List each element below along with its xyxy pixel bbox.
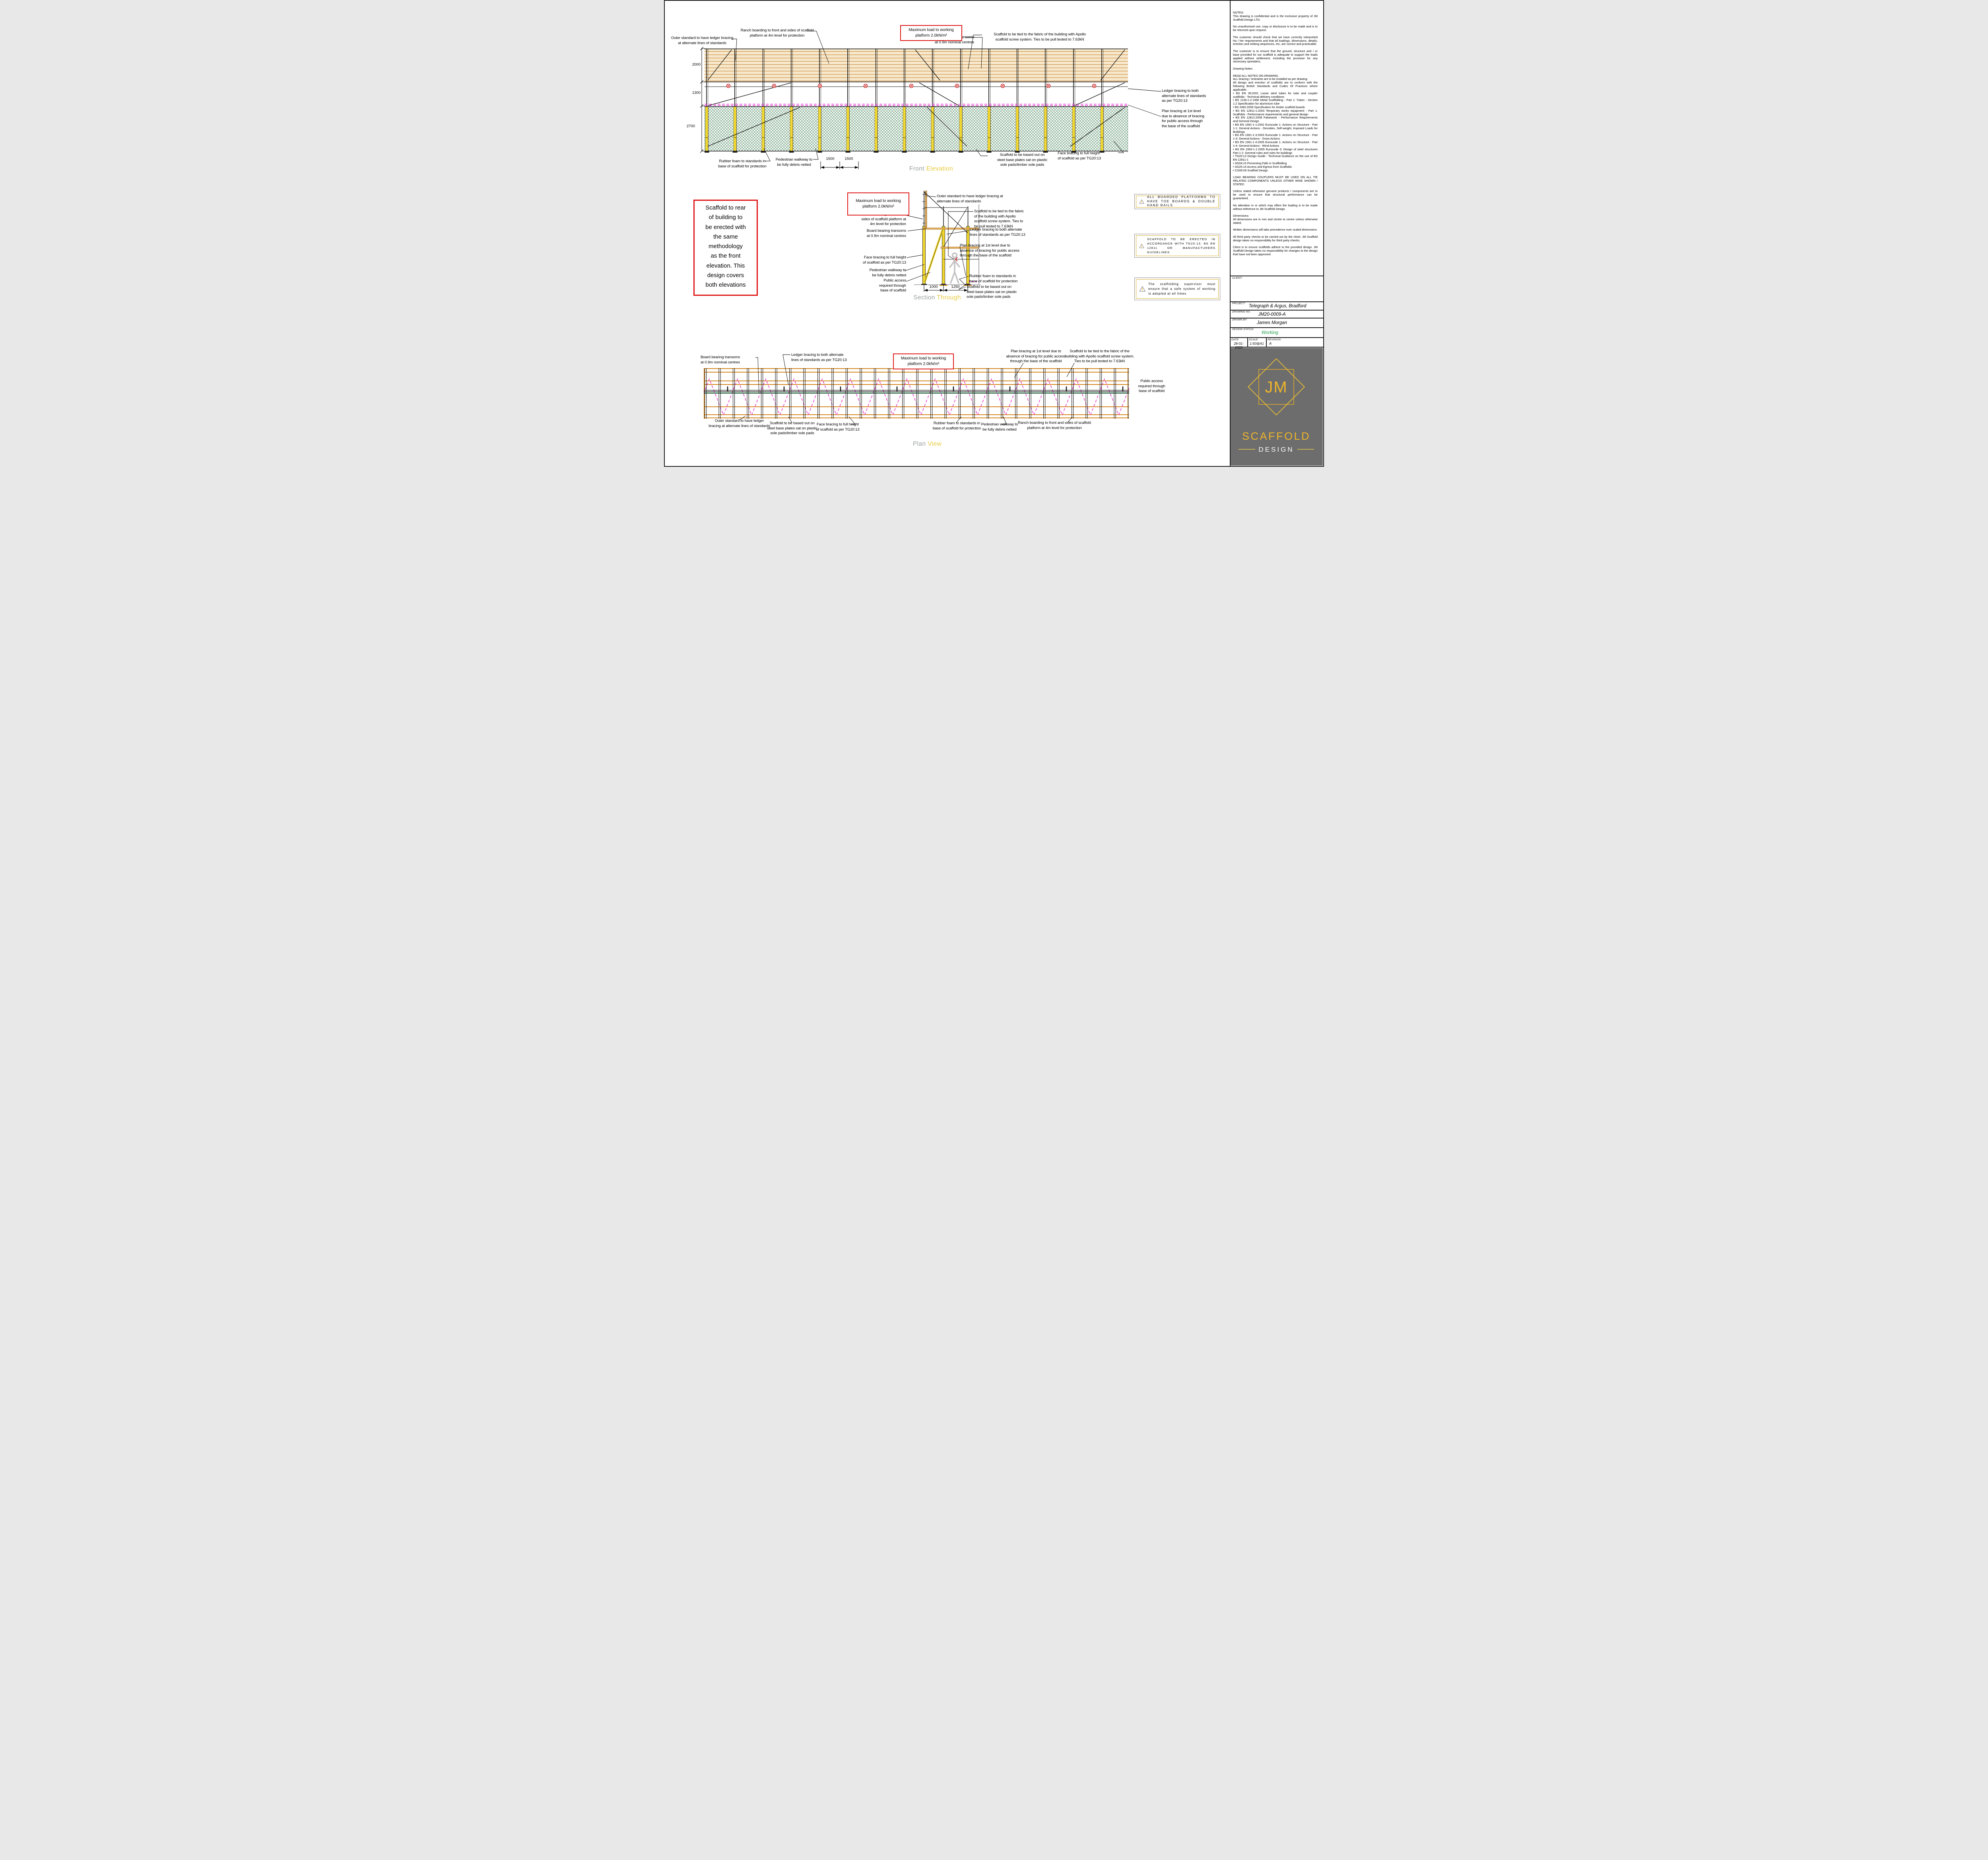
date-value: 28-01-2020 bbox=[1234, 342, 1244, 349]
warning-triangle-icon: ! bbox=[1139, 199, 1144, 204]
label-plan-outer-standard: Outer standard to have ledger bracing at… bbox=[709, 419, 770, 428]
svg-text:!: ! bbox=[1141, 244, 1142, 248]
plan-tie-marks bbox=[727, 386, 1124, 391]
svg-text:!: ! bbox=[1142, 287, 1143, 292]
dim-2000: 2000 bbox=[692, 62, 701, 67]
label-front-scaffold-tied: Scaffold to be tied to the fabric of the… bbox=[994, 32, 1086, 42]
logo-initials: JM bbox=[1265, 379, 1287, 396]
revision-value: A bbox=[1269, 342, 1272, 346]
label-front-pedestrian: Pedestrian walkway to be fully debris ne… bbox=[775, 157, 813, 167]
label-section-outer-standard: Outer standard to have ledger bracing at… bbox=[937, 194, 1003, 204]
rear-elevation-note: Scaffold to rear of building to be erect… bbox=[693, 200, 758, 296]
label-section-face-bracing: Face bracing to full height of scaffold … bbox=[862, 255, 906, 265]
max-load-box-front: Maximum load to working platform 2.0kN/m… bbox=[900, 25, 962, 41]
warning-box-toe-boards: ! ALL BOARDED PLATFORMS TO HAVE TOE BOAR… bbox=[1134, 194, 1220, 209]
drawing-sheet: Outer standard to have ledger bracing at… bbox=[664, 0, 1324, 467]
warning-triangle-icon: ! bbox=[1139, 243, 1144, 248]
logo-square bbox=[1258, 369, 1294, 405]
label-plan-ledger-bracing: Ledger bracing to both alternate lines o… bbox=[791, 353, 847, 362]
label-plan-scaffold-tied: Scaffold to be tied to the fabric of the… bbox=[1065, 349, 1134, 364]
logo-scaffold-text: SCAFFOLD bbox=[1242, 430, 1310, 442]
max-load-box-section: Maximum load to working platform 2.0kN/m… bbox=[847, 192, 909, 216]
label-front-rubber-foam: Rubber foam to standards in base of scaf… bbox=[718, 159, 767, 169]
jm-logo: JM SCAFFOLD DESIGN bbox=[1230, 348, 1323, 466]
label-section-ledger-bracing: Ledger bracing to both alternate lines o… bbox=[970, 227, 1025, 237]
dim-1500-b: 1500 bbox=[845, 157, 853, 161]
label-front-outer-standard: Outer standard to have ledger bracing at… bbox=[671, 36, 734, 45]
label-section-scaffold-tied: Scaffold to be tied to the fabric of the… bbox=[974, 209, 1024, 229]
drawing-no-value: JM20-0009-A bbox=[1258, 312, 1286, 317]
svg-text:!: ! bbox=[1141, 200, 1142, 204]
label-section-rubber-foam: Rubber foam to standards in base of scaf… bbox=[969, 274, 1018, 283]
project-label: PROJECT: bbox=[1232, 302, 1246, 305]
warning-text: ALL BOARDED PLATFORMS TO HAVE TOE BOARDS… bbox=[1147, 195, 1215, 208]
label-plan-plan-bracing: Plan bracing at 1st level due to absence… bbox=[1006, 349, 1066, 364]
warning-text: The scaffolding supervisor must ensure t… bbox=[1148, 282, 1215, 295]
scale-value: 1:50@A1 bbox=[1250, 342, 1264, 346]
front-elevation-title: Front Elevation bbox=[909, 165, 953, 172]
date-label: DATE: bbox=[1231, 338, 1239, 341]
ranch-board-strip bbox=[925, 190, 927, 228]
label-front-ranch-boarding: Ranch boarding to front and sides of sca… bbox=[740, 28, 814, 38]
front-elevation-drawing bbox=[705, 49, 1128, 153]
label-section-public-access: Public access required through base of s… bbox=[879, 278, 906, 293]
drawing-no-label: DRAWING NO. bbox=[1232, 311, 1251, 313]
pedestrian-figure bbox=[949, 252, 960, 284]
label-plan-face-bracing: Face bracing to full height of scaffold … bbox=[816, 422, 860, 432]
dim-1250: 1250 bbox=[951, 285, 960, 289]
plan-view-title: Plan View bbox=[912, 441, 942, 447]
label-front-based-out: Scaffold to be based out on steel base p… bbox=[997, 153, 1048, 167]
label-section-pedestrian: Pedestrian walkway to be fully debris ne… bbox=[869, 268, 907, 278]
label-plan-public-access: Public access required through base of s… bbox=[1138, 379, 1165, 394]
design-status-label: DESIGN STATUS bbox=[1232, 328, 1254, 331]
label-plan-based-out: Scaffold to be based out on steel base p… bbox=[767, 421, 817, 436]
max-load-box-plan: Maximum load to working platform 2.0kN/m… bbox=[893, 353, 954, 369]
label-plan-board-transoms: Board bearing transoms at 0.9m nominal c… bbox=[701, 355, 740, 365]
label-section-plan-bracing: Plan bracing at 1st level due to absence… bbox=[960, 243, 1020, 258]
project-value: Telegraph & Argus, Bradford bbox=[1248, 304, 1307, 309]
label-plan-pedestrian: Pedestrian walkway to be fully debris ne… bbox=[981, 422, 1018, 432]
drawn-by-label: DRAWN BY: bbox=[1232, 318, 1248, 321]
dim-2700: 2700 bbox=[686, 124, 695, 128]
warning-box-supervisor: ! The scaffolding supervisor must ensure… bbox=[1134, 278, 1220, 300]
drawn-by-value: James Morgan bbox=[1256, 320, 1287, 325]
plan-view-drawing bbox=[704, 368, 1129, 419]
design-status-value: Working bbox=[1261, 330, 1279, 335]
logo-diamond bbox=[1248, 358, 1305, 415]
logo-design-text: DESIGN bbox=[1258, 446, 1294, 453]
dim-1500-a: 1500 bbox=[826, 157, 835, 161]
label-plan-rubber-foam: Rubber foam to standards in base of scaf… bbox=[932, 421, 981, 431]
scale-label: SCALE: bbox=[1249, 338, 1259, 341]
revision-label: REVISION: bbox=[1268, 338, 1281, 341]
standards-pairs bbox=[704, 368, 1129, 419]
label-front-plan-bracing: Plan bracing at 1st level due to absence… bbox=[1162, 109, 1204, 128]
warning-box-tg20: ! SCAFFOLD TO BE ERECTED IN ACCORDANCE W… bbox=[1134, 234, 1220, 258]
section-through-title: Section Through bbox=[913, 294, 961, 301]
label-front-face-bracing: Face bracing to full height of scaffold … bbox=[1058, 151, 1101, 161]
dim-1000: 1000 bbox=[929, 285, 938, 289]
notes-panel: NOTES: This drawing is confidential and … bbox=[1233, 11, 1318, 256]
label-front-ledger-bracing: Ledger bracing to both alternate lines o… bbox=[1162, 89, 1206, 103]
dim-1300: 1300 bbox=[692, 91, 701, 95]
label-section-based-out: Scaffold to be based out on steel base p… bbox=[967, 285, 1017, 299]
label-section-board-transoms: Board bearing transoms at 0.9m nominal c… bbox=[866, 229, 906, 238]
label-plan-ranch-boarding: Ranch boarding to front and sides of sca… bbox=[1018, 421, 1091, 430]
face-bracing-lines bbox=[707, 49, 1125, 147]
client-label: CLIENT: bbox=[1232, 277, 1242, 280]
warning-text: SCAFFOLD TO BE ERECTED IN ACCORDANCE WIT… bbox=[1147, 237, 1215, 254]
warning-triangle-icon: ! bbox=[1139, 286, 1145, 292]
